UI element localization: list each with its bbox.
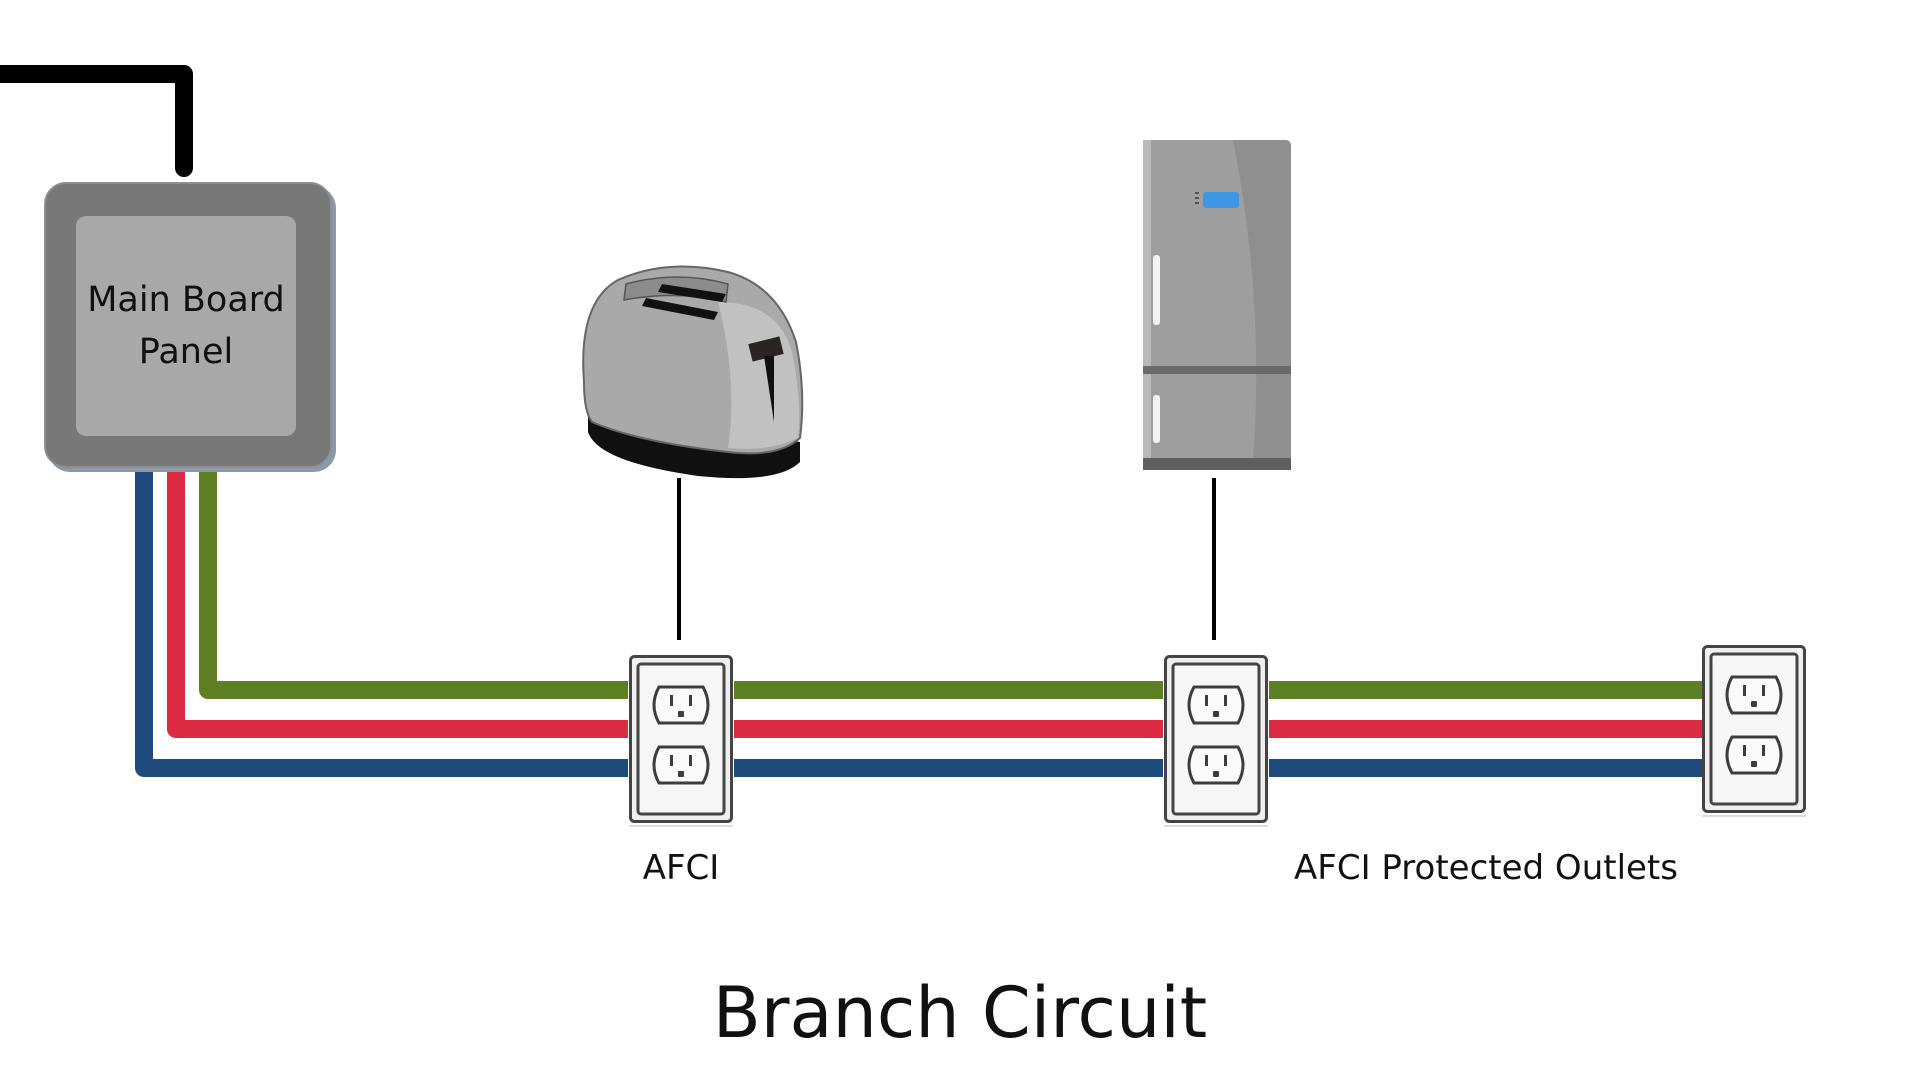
receptacle-icon [652,685,710,725]
receptacle-icon [1725,675,1783,715]
receptacle-icon [1725,735,1783,775]
panel-face: Main Board Panel [76,216,296,436]
panel-label-line2: Panel [138,332,234,372]
neutral-wire [135,466,1702,777]
protected-outlet-2 [1702,645,1806,817]
refrigerator-icon [1143,140,1291,470]
afci-outlet [629,655,733,827]
service-feed-wire [0,65,193,177]
afci-protected-outlets-label: AFCI Protected Outlets [1294,848,1678,888]
hot-wire [167,466,1702,738]
panel-label-line1: Main Board [87,280,285,320]
diagram-title: Branch Circuit [712,972,1208,1054]
protected-outlet-1 [1164,655,1268,827]
receptacle-icon [1187,685,1245,725]
ground-wire [199,466,1702,699]
receptacle-icon [652,745,710,785]
afci-label: AFCI [642,848,720,888]
receptacle-icon [1187,745,1245,785]
main-board-panel: Main Board Panel [44,182,332,468]
toaster-icon [582,265,804,479]
